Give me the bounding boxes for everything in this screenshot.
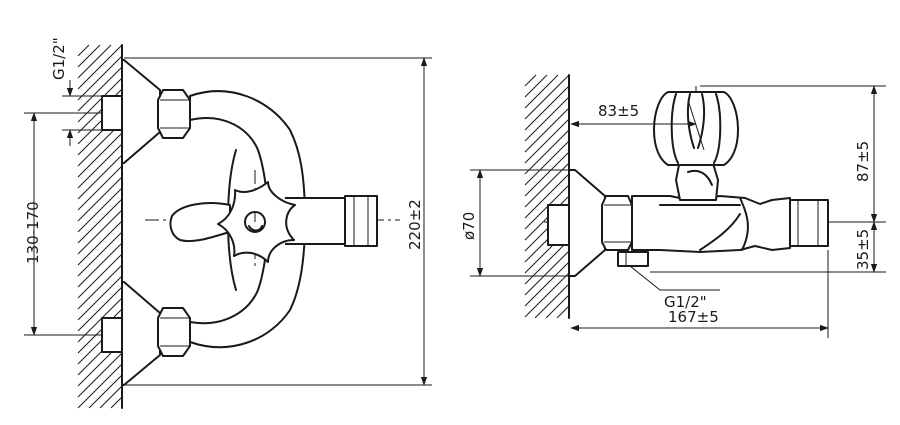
hatch-line — [77, 220, 123, 266]
front-view: G1/2" 130-170 220±2 — [24, 37, 432, 409]
upper-connector — [101, 59, 191, 164]
label-thread-top: G1/2" — [50, 37, 68, 80]
hatch-line — [524, 173, 570, 219]
hatch-line — [77, 143, 123, 189]
label-top-height: 87±5 — [854, 141, 872, 182]
hatch-line — [77, 132, 123, 178]
hatch-line — [524, 107, 570, 153]
hatch-line — [524, 74, 570, 120]
label-bottom-height: 35±5 — [854, 229, 872, 270]
hatch-line — [77, 77, 123, 123]
hatch-line — [545, 294, 570, 319]
hatch-line — [77, 55, 123, 101]
hatch-line — [524, 118, 570, 164]
label-thread-bottom: G1/2" — [664, 293, 707, 311]
hatch-line — [99, 385, 123, 409]
wall-hatching-front — [77, 44, 123, 409]
hatch-line — [77, 187, 123, 233]
hatch-line — [77, 209, 123, 255]
hatch-line — [77, 154, 123, 200]
hatch-line — [77, 253, 123, 299]
hatch-line — [524, 140, 570, 186]
hatch-line — [524, 250, 570, 296]
hatch-line — [524, 85, 570, 131]
hatch-line — [524, 129, 570, 175]
hatch-line — [77, 44, 101, 68]
hatch-line — [77, 44, 112, 79]
hatch-line — [77, 275, 123, 321]
hatch-line — [567, 316, 570, 319]
hatch-line — [77, 363, 123, 409]
hatch-line — [524, 74, 537, 87]
label-length: 167±5 — [668, 308, 719, 326]
hatch-line — [524, 239, 570, 285]
side-view: 83±5 87±5 ø70 35±5 G1/2" 167±5 — [460, 74, 886, 338]
hatch-line — [77, 44, 123, 90]
side-body — [547, 91, 829, 277]
mixer-body — [169, 90, 378, 349]
hatch-line — [524, 74, 548, 98]
front-dimensions — [24, 57, 432, 386]
hatch-line — [77, 198, 123, 244]
hatch-line — [88, 374, 123, 409]
label-spout-diameter: ø70 — [460, 212, 478, 240]
hatch-line — [534, 283, 570, 319]
hatch-line — [77, 44, 90, 57]
hatch-line — [77, 66, 123, 112]
label-spacing: 130-170 — [24, 201, 42, 264]
label-handle-offset: 83±5 — [598, 102, 639, 120]
hatch-line — [77, 264, 123, 310]
hatch-line — [110, 396, 123, 409]
hatch-line — [524, 151, 570, 197]
hatch-line — [77, 352, 123, 398]
hatch-line — [77, 286, 123, 332]
hatch-line — [524, 74, 559, 109]
hatch-line — [77, 308, 123, 354]
hatch-line — [524, 261, 570, 307]
hatch-line — [524, 96, 570, 142]
hatch-line — [77, 176, 123, 222]
wall-hatching-side — [524, 74, 570, 319]
hatch-line — [524, 272, 570, 318]
side-dimensions — [470, 85, 886, 338]
hatch-line — [77, 231, 123, 277]
hatch-line — [77, 165, 123, 211]
hatch-line — [77, 242, 123, 288]
lower-connector — [101, 281, 191, 386]
label-height: 220±2 — [406, 199, 424, 250]
hatch-line — [556, 305, 570, 319]
